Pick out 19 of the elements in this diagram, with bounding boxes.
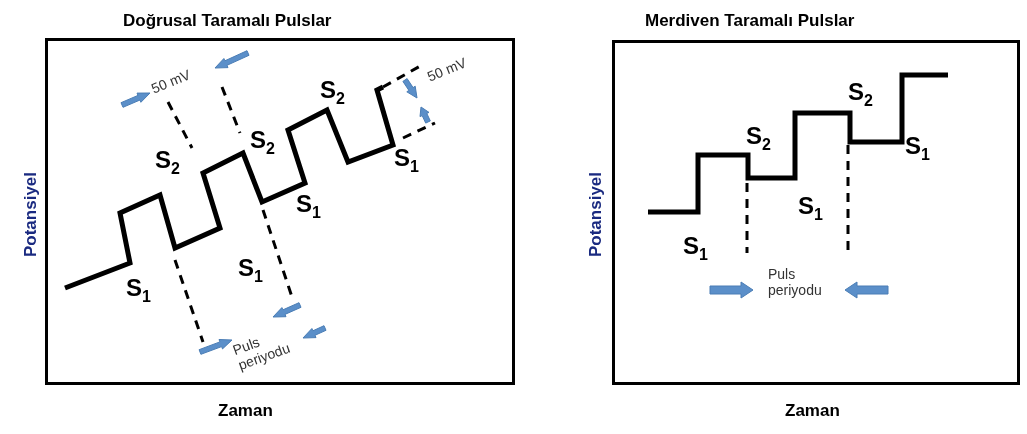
axis-label: Zaman: [218, 402, 273, 419]
axis-label: Zaman: [785, 402, 840, 419]
state-label: S$_{2}$: [848, 80, 873, 109]
state-label: S$_{1}$: [126, 276, 151, 305]
value-label: 50 mV: [149, 67, 193, 96]
state-label: S$_{1}$: [238, 256, 263, 285]
panel-title: Doğrusal Taramalı Pulslar: [123, 11, 332, 31]
state-label: S$_{2}$: [155, 148, 180, 177]
state-label: S$_{1}$: [905, 134, 930, 163]
period-label: Puls periyodu: [768, 266, 823, 299]
state-label: S$_{2}$: [320, 78, 345, 107]
state-label: S$_{1}$: [798, 194, 823, 223]
value-label: 50 mV: [425, 55, 469, 84]
state-label: S$_{1}$: [296, 192, 321, 221]
state-label: S$_{2}$: [746, 124, 771, 153]
state-label: S$_{1}$: [394, 146, 419, 175]
panel-title: Merdiven Taramalı Pulslar: [645, 11, 855, 31]
state-label: S$_{2}$: [250, 128, 275, 157]
state-label: S$_{1}$: [683, 234, 708, 263]
